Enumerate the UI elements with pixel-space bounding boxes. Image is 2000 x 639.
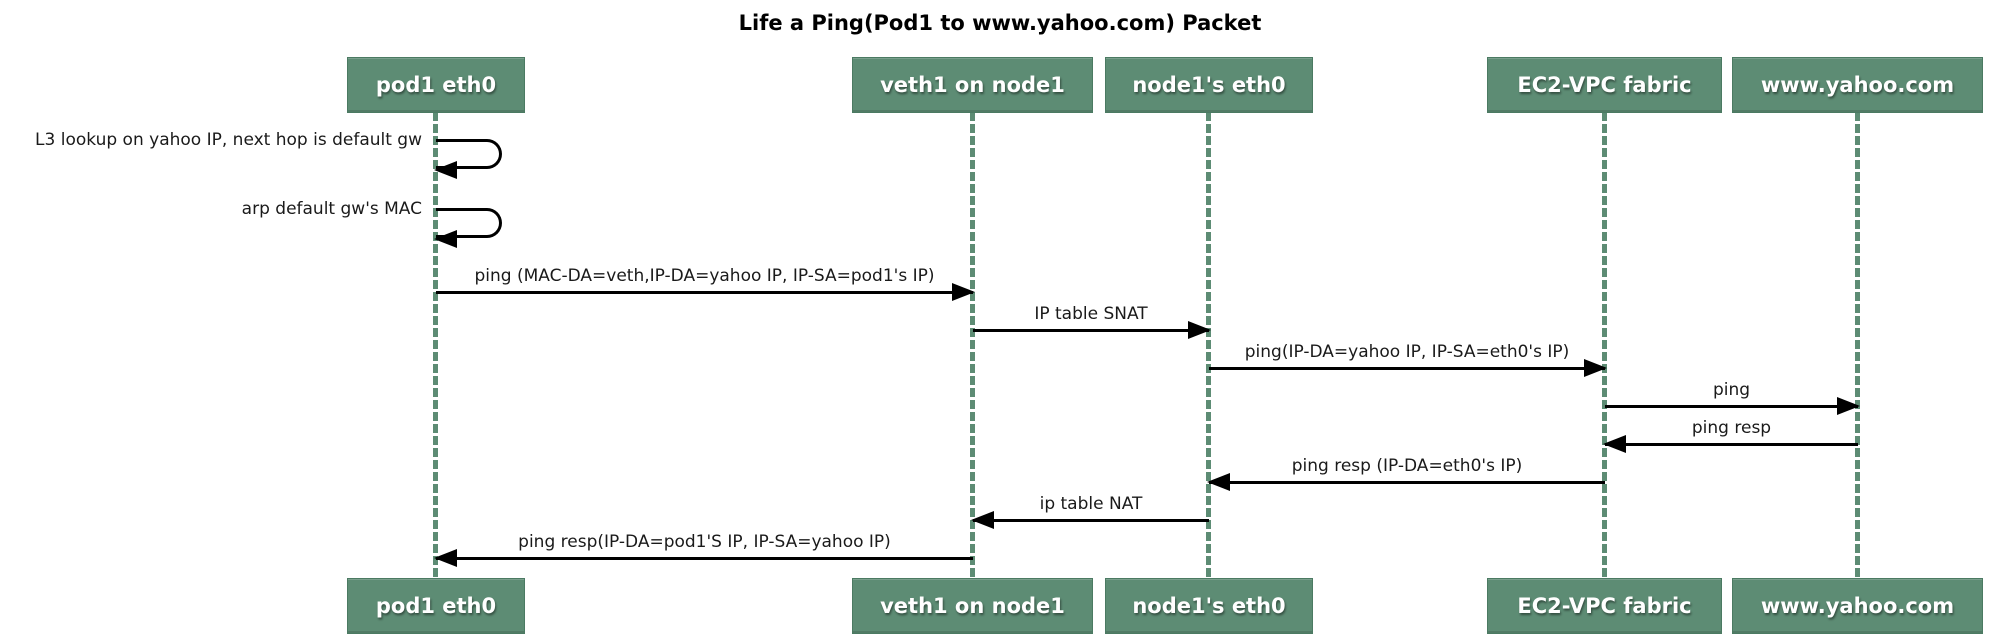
arrowhead-left-icon xyxy=(971,511,994,529)
actor-www-yahoo-com-bottom: www.yahoo.com xyxy=(1732,578,1983,634)
message-line xyxy=(973,329,1209,332)
actor-veth1-on-node1-top: veth1 on node1 xyxy=(852,57,1093,113)
message-label: ping resp(IP-DA=pod1'S IP, IP-SA=yahoo I… xyxy=(518,532,891,552)
self-loop xyxy=(434,139,502,179)
lifeline-pod1-eth0 xyxy=(433,100,438,590)
message-label: ping resp (IP-DA=eth0's IP) xyxy=(1291,456,1523,476)
message-label: ping(IP-DA=yahoo IP, IP-SA=eth0's IP) xyxy=(1244,342,1570,362)
actor-www-yahoo-com-top: www.yahoo.com xyxy=(1732,57,1983,113)
arrowhead-right-icon xyxy=(952,283,975,301)
arrowhead-left-icon xyxy=(1207,473,1230,491)
message-line xyxy=(436,557,973,560)
actor-node1s-eth0-bottom: node1's eth0 xyxy=(1105,578,1313,634)
message-line xyxy=(973,519,1209,522)
message-label: ping resp xyxy=(1691,418,1772,438)
arrowhead-right-icon xyxy=(1837,397,1860,415)
actor-node1s-eth0-top: node1's eth0 xyxy=(1105,57,1313,113)
arrowhead-left-icon xyxy=(434,230,457,248)
lifeline-node1s-eth0 xyxy=(1206,100,1211,590)
message-line xyxy=(436,291,973,294)
message-label: ping xyxy=(1712,380,1751,400)
actor-ec2-vpc-fabric-top: EC2-VPC fabric xyxy=(1487,57,1722,113)
message-label: ping (MAC-DA=veth,IP-DA=yahoo IP, IP-SA=… xyxy=(474,266,935,286)
arrowhead-right-icon xyxy=(1584,359,1607,377)
self-message-label: arp default gw's MAC xyxy=(241,199,422,219)
actor-ec2-vpc-fabric-bottom: EC2-VPC fabric xyxy=(1487,578,1722,634)
message-line xyxy=(1605,443,1858,446)
lifeline-veth1-on-node1 xyxy=(970,100,975,590)
arrowhead-left-icon xyxy=(1603,435,1626,453)
actor-pod1-eth0-bottom: pod1 eth0 xyxy=(347,578,525,634)
message-line xyxy=(1209,481,1605,484)
lifeline-www-yahoo-com xyxy=(1855,100,1860,590)
message-line xyxy=(1209,367,1605,370)
arrowhead-right-icon xyxy=(1188,321,1211,339)
arrowhead-left-icon xyxy=(434,161,457,179)
actor-veth1-on-node1-bottom: veth1 on node1 xyxy=(852,578,1093,634)
self-loop xyxy=(434,208,502,248)
message-label: ip table NAT xyxy=(1039,494,1143,514)
diagram-title: Life a Ping(Pod1 to www.yahoo.com) Packe… xyxy=(738,11,1262,35)
message-label: IP table SNAT xyxy=(1034,304,1148,324)
arrowhead-left-icon xyxy=(434,549,457,567)
actor-pod1-eth0-top: pod1 eth0 xyxy=(347,57,525,113)
lifeline-ec2-vpc-fabric xyxy=(1602,100,1607,590)
self-message-label: L3 lookup on yahoo IP, next hop is defau… xyxy=(35,130,422,150)
message-line xyxy=(1605,405,1858,408)
